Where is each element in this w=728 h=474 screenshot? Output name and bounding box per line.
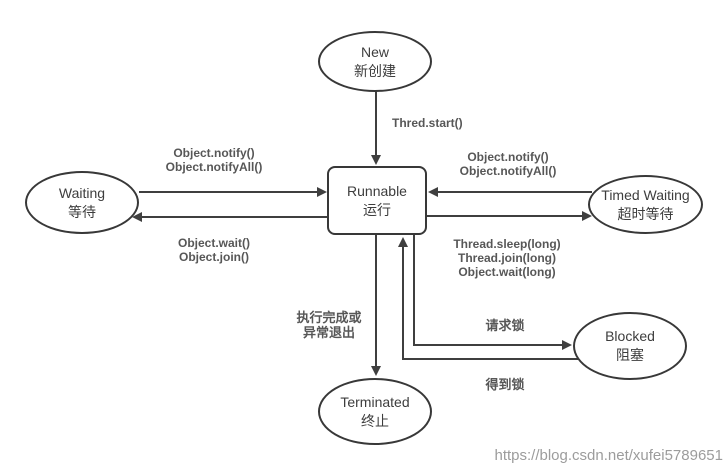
watermark-url: https://blog.csdn.net/xufei5789651 (494, 447, 723, 464)
edge-label-new-to-runnable: Thred.start() (392, 116, 463, 130)
edge-label-timed-waiting-to-runnable: Object.notify() Object.notifyAll() (459, 150, 557, 178)
node-blocked-label-en: Blocked (605, 328, 655, 344)
edge-label-blocked-to-runnable: 得到锁 (485, 377, 525, 392)
node-terminated-label-en: Terminated (340, 393, 410, 410)
arrow-runnable-to-timed-waiting (427, 211, 592, 221)
node-timed-waiting-label-zh: 超时等待 (617, 205, 674, 222)
node-new: New 新创建 (318, 31, 432, 92)
arrow-timed-waiting-to-runnable (428, 187, 592, 197)
node-timed-waiting-label-en: Timed Waiting (601, 186, 690, 203)
node-terminated: Terminated 终止 (318, 378, 432, 445)
node-runnable: Runnable 运行 (327, 166, 427, 235)
edge-label-runnable-to-blocked: 请求锁 (485, 318, 525, 333)
node-new-label-zh: 新创建 (354, 62, 396, 79)
node-waiting: Waiting 等待 (25, 171, 139, 234)
node-timed-waiting: Timed Waiting 超时等待 (588, 175, 703, 234)
node-runnable-label-zh: 运行 (363, 201, 391, 218)
edge-label-runnable-to-terminated: 执行完成或 异常退出 (296, 310, 362, 340)
node-terminated-label-zh: 终止 (361, 412, 389, 429)
edge-label-runnable-to-timed-waiting: Thread.sleep(long) Thread.join(long) Obj… (453, 237, 561, 279)
edge-label-waiting-to-runnable: Object.notify() Object.notifyAll() (165, 146, 263, 174)
arrow-runnable-to-waiting (132, 212, 327, 222)
node-waiting-label-zh: 等待 (68, 203, 96, 220)
arrow-new-to-runnable (371, 91, 381, 165)
edge-label-runnable-to-waiting: Object.wait() Object.join() (177, 236, 250, 264)
node-new-label-en: New (360, 43, 389, 60)
node-blocked-label-zh: 阻塞 (616, 347, 644, 363)
node-runnable-label-en: Runnable (347, 182, 407, 199)
node-blocked: Blocked 阻塞 (573, 312, 687, 380)
node-waiting-label-en: Waiting (58, 184, 106, 201)
arrow-runnable-to-terminated (371, 235, 381, 376)
arrow-waiting-to-runnable (139, 187, 327, 197)
